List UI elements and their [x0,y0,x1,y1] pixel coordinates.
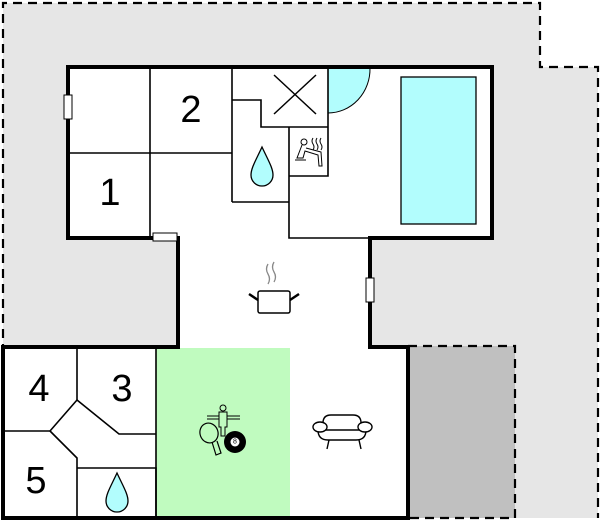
window-corridor-right [365,277,375,303]
swimming-pool [400,76,477,225]
cooking-pot-icon [248,261,300,314]
foosball-icon [207,404,240,437]
room-4-label: 4 [28,368,49,410]
room-1-label: 1 [99,172,120,214]
billiard-ball-icon: 8 [224,431,246,453]
window-left [63,94,73,120]
door-swing [327,67,371,114]
interior-walls-upper [68,67,370,239]
interior-walls-lower [3,348,157,518]
room-5-label: 5 [25,460,46,502]
sauna-icon [295,137,323,167]
table-tennis-icon [199,422,222,456]
building-floor [3,67,492,518]
shower-drop-icon [105,471,129,513]
windows [63,94,375,303]
window-corridor-left [152,232,178,242]
armchair-icon [312,414,373,450]
svg-text:8: 8 [233,439,237,446]
room-2-label: 2 [180,89,201,131]
terrace [408,344,517,520]
room-3-label: 3 [111,368,132,410]
shower-drop-icon [250,145,274,187]
technical-room-x-icon [273,74,317,115]
